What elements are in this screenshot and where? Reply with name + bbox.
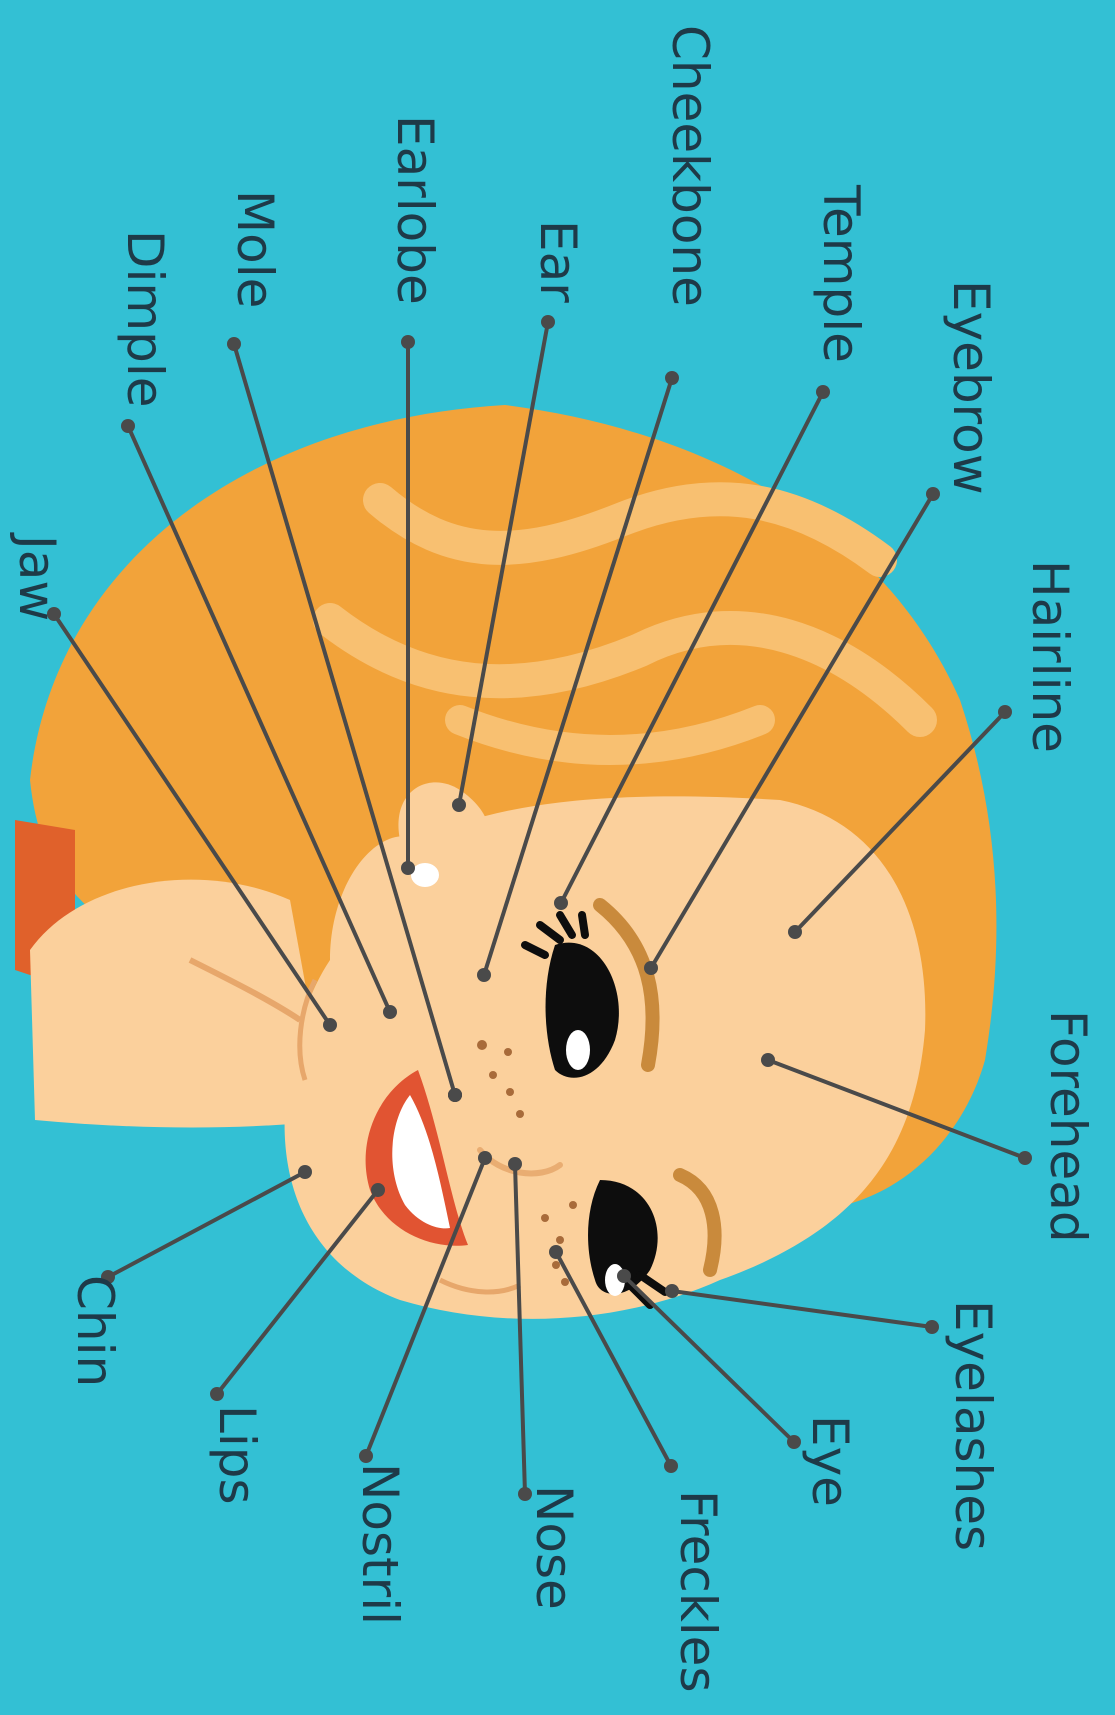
label-eyebrow: Eyebrow [946,280,996,495]
label-freckles: Freckles [673,1490,723,1693]
label-hairline: Hairline [1025,560,1075,753]
label-eyelashes: Eyelashes [948,1300,998,1551]
label-ear: Ear [533,220,583,303]
label-lips: Lips [212,1405,262,1505]
label-temple: Temple [816,185,866,363]
label-forehead: Forehead [1043,1010,1093,1243]
label-chin: Chin [70,1275,120,1387]
label-nostril: Nostril [355,1463,405,1625]
label-cheekbone: Cheekbone [665,25,715,307]
label-nose: Nose [529,1485,579,1610]
earlobe-highlight [411,863,439,887]
neck [30,880,330,1128]
label-dimple: Dimple [120,230,170,408]
label-eye: Eye [805,1415,855,1507]
label-earlobe: Earlobe [390,115,440,305]
eye-upper-white [566,1030,590,1070]
label-mole: Mole [230,190,280,308]
label-jaw: Jaw [12,535,62,621]
